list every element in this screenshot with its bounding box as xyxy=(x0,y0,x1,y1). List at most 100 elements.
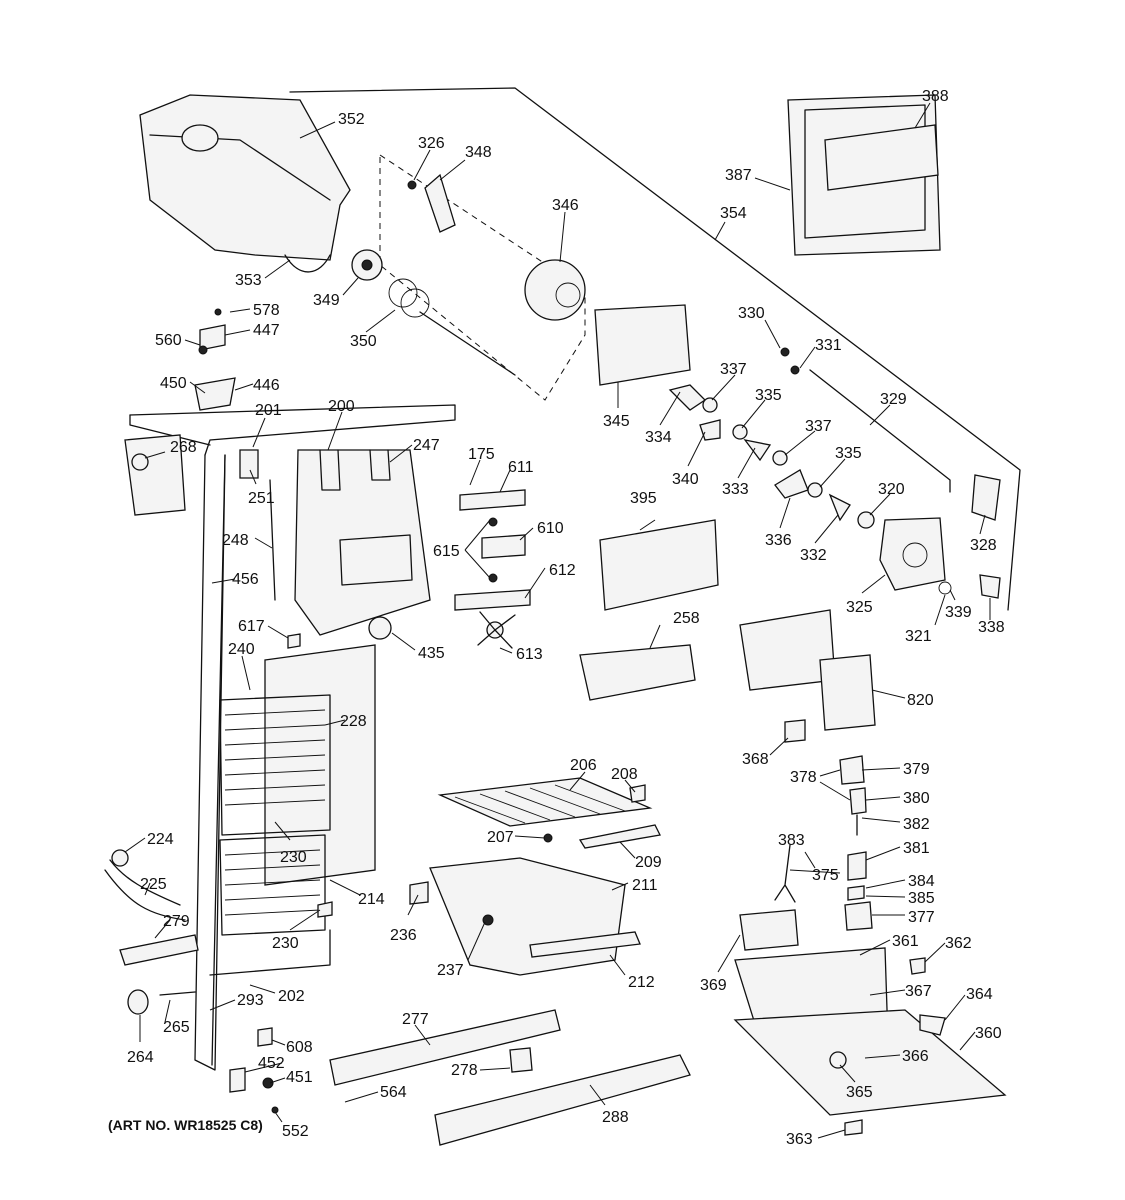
callout-333: 333 xyxy=(722,481,749,498)
cover-panels xyxy=(579,519,719,701)
callout-206: 206 xyxy=(570,757,597,774)
callout-208: 208 xyxy=(611,766,638,783)
callout-278: 278 xyxy=(451,1062,478,1079)
callout-608: 608 xyxy=(286,1039,313,1056)
callout-354: 354 xyxy=(720,205,747,222)
callout-378: 378 xyxy=(790,769,817,786)
callout-334: 334 xyxy=(645,429,672,446)
callout-236: 236 xyxy=(390,927,417,944)
dispenser-frame xyxy=(787,94,941,256)
callout-363: 363 xyxy=(786,1131,813,1148)
art-number: (ART NO. WR18525 C8) xyxy=(108,1117,263,1133)
callout-277: 277 xyxy=(402,1011,429,1028)
callout-201: 201 xyxy=(255,402,282,419)
callout-320: 320 xyxy=(878,481,905,498)
callout-331: 331 xyxy=(815,337,842,354)
callout-279: 279 xyxy=(163,913,190,930)
drain-pan xyxy=(733,947,1007,1136)
callout-336: 336 xyxy=(765,532,792,549)
callout-612: 612 xyxy=(549,562,576,579)
callout-228: 228 xyxy=(340,713,367,730)
callout-326: 326 xyxy=(418,135,445,152)
callout-380: 380 xyxy=(903,790,930,807)
callout-450: 450 xyxy=(160,375,187,392)
callout-237: 237 xyxy=(437,962,464,979)
callout-328: 328 xyxy=(970,537,997,554)
callout-175: 175 xyxy=(468,446,495,463)
dispenser-controls xyxy=(739,755,873,951)
callout-293: 293 xyxy=(237,992,264,1009)
callout-367: 367 xyxy=(905,983,932,1000)
callout-224: 224 xyxy=(147,831,174,848)
callout-617: 617 xyxy=(238,618,265,635)
callout-240: 240 xyxy=(228,641,255,658)
callout-379: 379 xyxy=(903,761,930,778)
callout-329: 329 xyxy=(880,391,907,408)
callout-456: 456 xyxy=(232,571,259,588)
callout-451: 451 xyxy=(286,1069,313,1086)
callout-375: 375 xyxy=(812,867,839,884)
callout-340: 340 xyxy=(672,471,699,488)
callout-611: 611 xyxy=(508,459,534,476)
callout-346: 346 xyxy=(552,197,579,214)
callout-248: 248 xyxy=(222,532,249,549)
callout-446: 446 xyxy=(253,377,280,394)
callout-384: 384 xyxy=(908,873,935,890)
callout-335: 335 xyxy=(755,387,782,404)
left-small-parts xyxy=(104,308,494,1114)
callout-368: 368 xyxy=(742,751,769,768)
callout-337: 337 xyxy=(805,418,832,435)
linkage-parts xyxy=(668,347,1001,599)
callout-395: 395 xyxy=(630,490,657,507)
callout-207: 207 xyxy=(487,829,514,846)
callout-552: 552 xyxy=(282,1123,309,1140)
callout-820: 820 xyxy=(907,692,934,709)
callout-325: 325 xyxy=(846,599,873,616)
callout-332: 332 xyxy=(800,547,827,564)
callout-212: 212 xyxy=(628,974,655,991)
shelf-and-drawer xyxy=(429,777,661,976)
callout-385: 385 xyxy=(908,890,935,907)
callout-335: 335 xyxy=(835,445,862,462)
callout-366: 366 xyxy=(902,1048,929,1065)
callout-435: 435 xyxy=(418,645,445,662)
callout-202: 202 xyxy=(278,988,305,1005)
callout-264: 264 xyxy=(127,1049,154,1066)
callout-211: 211 xyxy=(632,877,658,894)
callout-387: 387 xyxy=(725,167,752,184)
callout-247: 247 xyxy=(413,437,440,454)
callout-330: 330 xyxy=(738,305,765,322)
callout-353: 353 xyxy=(235,272,262,289)
callout-381: 381 xyxy=(903,840,930,857)
callout-321: 321 xyxy=(905,628,932,645)
callout-610: 610 xyxy=(537,520,564,537)
callout-388: 388 xyxy=(922,88,949,105)
callout-362: 362 xyxy=(945,935,972,952)
callout-230: 230 xyxy=(280,849,307,866)
callout-578: 578 xyxy=(253,302,280,319)
cabinet-outline xyxy=(129,87,1021,1071)
callout-364: 364 xyxy=(966,986,993,1003)
callout-560: 560 xyxy=(155,332,182,349)
callout-377: 377 xyxy=(908,909,935,926)
callout-360: 360 xyxy=(975,1025,1002,1042)
callout-230: 230 xyxy=(272,935,299,952)
callout-365: 365 xyxy=(846,1084,873,1101)
ice-maker xyxy=(739,609,876,743)
callout-348: 348 xyxy=(465,144,492,161)
callout-338: 338 xyxy=(978,619,1005,636)
callout-268: 268 xyxy=(170,439,197,456)
callout-345: 345 xyxy=(603,413,630,430)
callout-383: 383 xyxy=(778,832,805,849)
callout-265: 265 xyxy=(163,1019,190,1036)
callout-209: 209 xyxy=(635,854,662,871)
callout-288: 288 xyxy=(602,1109,629,1126)
fan-brackets xyxy=(454,489,531,649)
callout-350: 350 xyxy=(350,333,377,350)
callout-258: 258 xyxy=(673,610,700,627)
leader-lines xyxy=(124,102,991,1139)
callout-564: 564 xyxy=(380,1084,407,1101)
ice-bucket-part xyxy=(139,94,351,273)
callout-613: 613 xyxy=(516,646,543,663)
